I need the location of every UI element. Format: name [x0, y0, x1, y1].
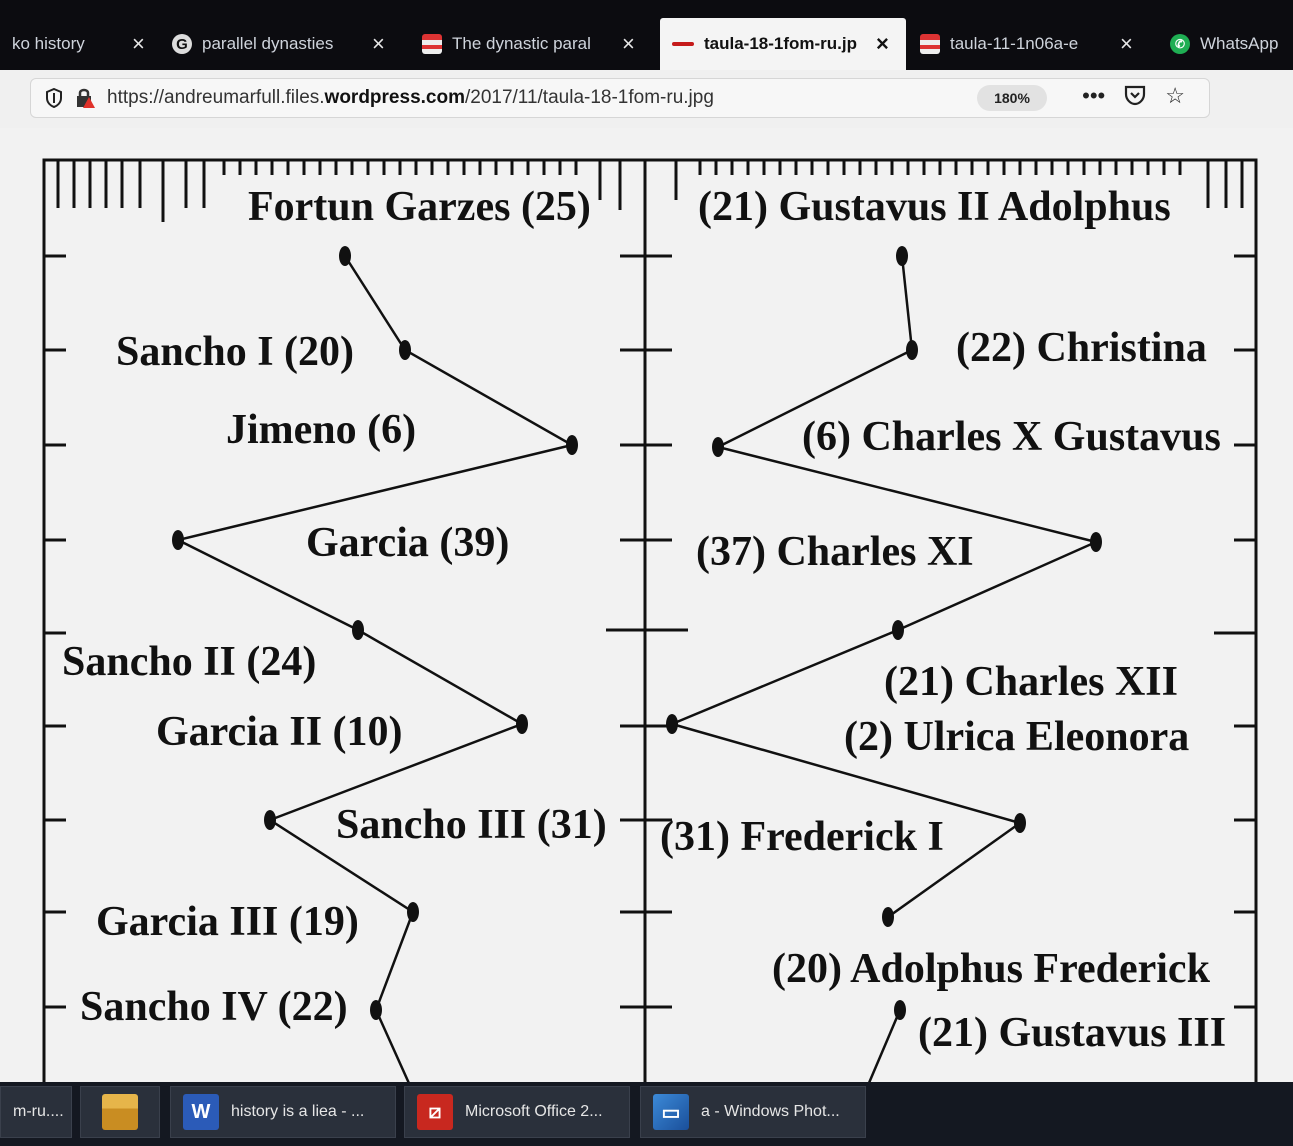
shield-icon[interactable] [45, 88, 63, 108]
tab-taula-11[interactable]: taula-11-1n06a-e × [908, 18, 1156, 70]
left-label: Sancho I (20) [116, 329, 354, 375]
taskbar-item-photos[interactable]: ▭ a - Windows Phot... [640, 1086, 866, 1138]
reign-marker [666, 714, 678, 734]
bookmark-star-icon[interactable]: ☆ [1165, 83, 1185, 108]
tab-label: ko history [12, 34, 85, 53]
reign-marker [712, 437, 724, 457]
more-actions-icon[interactable]: ••• [1082, 83, 1106, 108]
tab-whatsapp[interactable]: ✆ WhatsApp [1158, 18, 1293, 70]
right-label: (22) Christina [956, 325, 1207, 371]
file-explorer-icon [102, 1094, 138, 1130]
taskbar-item-office[interactable]: ⧄ Microsoft Office 2... [404, 1086, 630, 1138]
chart-frame [42, 158, 1258, 1084]
tab-label: parallel dynasties [202, 34, 334, 53]
office-icon: ⧄ [417, 1094, 453, 1130]
tab-label: taula-11-1n06a-e [950, 34, 1079, 53]
reign-marker [1014, 813, 1026, 833]
left-label: Jimeno (6) [226, 407, 416, 453]
reign-marker [339, 246, 351, 266]
right-dynasty-line [666, 246, 1102, 1084]
tab-taula-18-active[interactable]: taula-18-1fom-ru.jp × [660, 18, 906, 70]
close-icon[interactable]: × [132, 31, 145, 56]
doc-icon [920, 34, 940, 54]
left-label: Sancho II (24) [62, 639, 316, 685]
right-label: (6) Charles X Gustavus [802, 414, 1221, 460]
left-dynasty-line [172, 246, 578, 1084]
right-label: (20) Adolphus Frederick [772, 946, 1211, 992]
left-title: Fortun Garzes (25) [248, 184, 591, 230]
doc-icon [422, 34, 442, 54]
reign-marker [172, 530, 184, 550]
page-actions: ••• ☆ [1082, 83, 1185, 109]
google-icon: G [172, 34, 192, 54]
tab-parallel-dynasties[interactable]: G parallel dynasties × [160, 18, 408, 70]
taskbar-item-label: history is a liea - ... [231, 1103, 365, 1120]
taskbar-item-explorer[interactable] [80, 1086, 160, 1138]
tab-label: taula-18-1fom-ru.jp [704, 34, 858, 53]
reign-marker [882, 907, 894, 927]
tab-dynastic-parallels[interactable]: The dynastic paral × [410, 18, 658, 70]
reign-marker [407, 902, 419, 922]
zoom-badge[interactable]: 180% [977, 85, 1047, 111]
reign-marker [892, 620, 904, 640]
photos-icon: ▭ [653, 1094, 689, 1130]
taskbar-item-label: m-ru.... [13, 1103, 64, 1120]
taskbar-item-label: a - Windows Phot... [701, 1103, 840, 1120]
right-label: (21) Gustavus III [918, 1010, 1226, 1056]
browser-tab-bar: ko history × G parallel dynasties × The … [0, 0, 1293, 70]
windows-taskbar: m-ru.... W history is a liea - ... ⧄ Mic… [0, 1082, 1293, 1146]
reign-marker [516, 714, 528, 734]
image-icon [672, 42, 694, 46]
whatsapp-icon: ✆ [1170, 34, 1190, 54]
close-icon[interactable]: × [622, 31, 635, 56]
url-path: /2017/11/taula-18-1fom-ru.jpg [464, 87, 714, 108]
right-label: (31) Frederick I [660, 814, 944, 860]
pocket-icon[interactable] [1123, 83, 1147, 107]
dynasty-chart-image: Fortun Garzes (25) (21) Gustavus II Adol… [42, 158, 1258, 1084]
right-label: (21) Charles XII [884, 659, 1178, 705]
image-viewer: Fortun Garzes (25) (21) Gustavus II Adol… [0, 128, 1293, 1084]
browser-toolbar: https://andreumarfull.files.wordpress.co… [0, 70, 1293, 128]
taskbar-item-label: Microsoft Office 2... [465, 1103, 603, 1120]
right-title: (21) Gustavus II Adolphus [698, 184, 1171, 230]
close-icon[interactable]: × [1120, 31, 1133, 56]
side-ticks [44, 254, 1256, 1009]
tab-ko-history[interactable]: ko history × [0, 18, 158, 70]
word-icon: W [183, 1094, 219, 1130]
reign-marker [896, 246, 908, 266]
tab-label: WhatsApp [1200, 34, 1279, 53]
url-text[interactable]: https://andreumarfull.files.wordpress.co… [107, 87, 714, 109]
left-label: Sancho IV (22) [80, 984, 348, 1030]
taskbar-item-image[interactable]: m-ru.... [0, 1086, 72, 1138]
reign-marker [1090, 532, 1102, 552]
tab-label: The dynastic paral [452, 34, 591, 53]
ruler-ticks [56, 160, 1244, 222]
url-prefix: https://andreumarfull.files. [107, 87, 325, 108]
reign-marker [894, 1000, 906, 1020]
right-label: (2) Ulrica Eleonora [844, 714, 1189, 760]
left-label: Garcia III (19) [96, 899, 359, 945]
address-bar[interactable]: https://andreumarfull.files.wordpress.co… [30, 78, 1210, 118]
reign-marker [264, 810, 276, 830]
left-label: Garcia II (10) [156, 709, 403, 755]
close-icon[interactable]: × [876, 31, 889, 56]
reign-marker [566, 435, 578, 455]
url-domain: wordpress.com [324, 87, 465, 108]
reign-marker [906, 340, 918, 360]
taskbar-item-word[interactable]: W history is a liea - ... [170, 1086, 396, 1138]
right-label: (37) Charles XI [696, 529, 974, 575]
reign-marker [370, 1000, 382, 1020]
left-label: Garcia (39) [306, 520, 509, 566]
lock-warning-icon[interactable] [75, 87, 95, 109]
close-icon[interactable]: × [372, 31, 385, 56]
left-label: Sancho III (31) [336, 802, 607, 848]
reign-marker [399, 340, 411, 360]
reign-marker [352, 620, 364, 640]
